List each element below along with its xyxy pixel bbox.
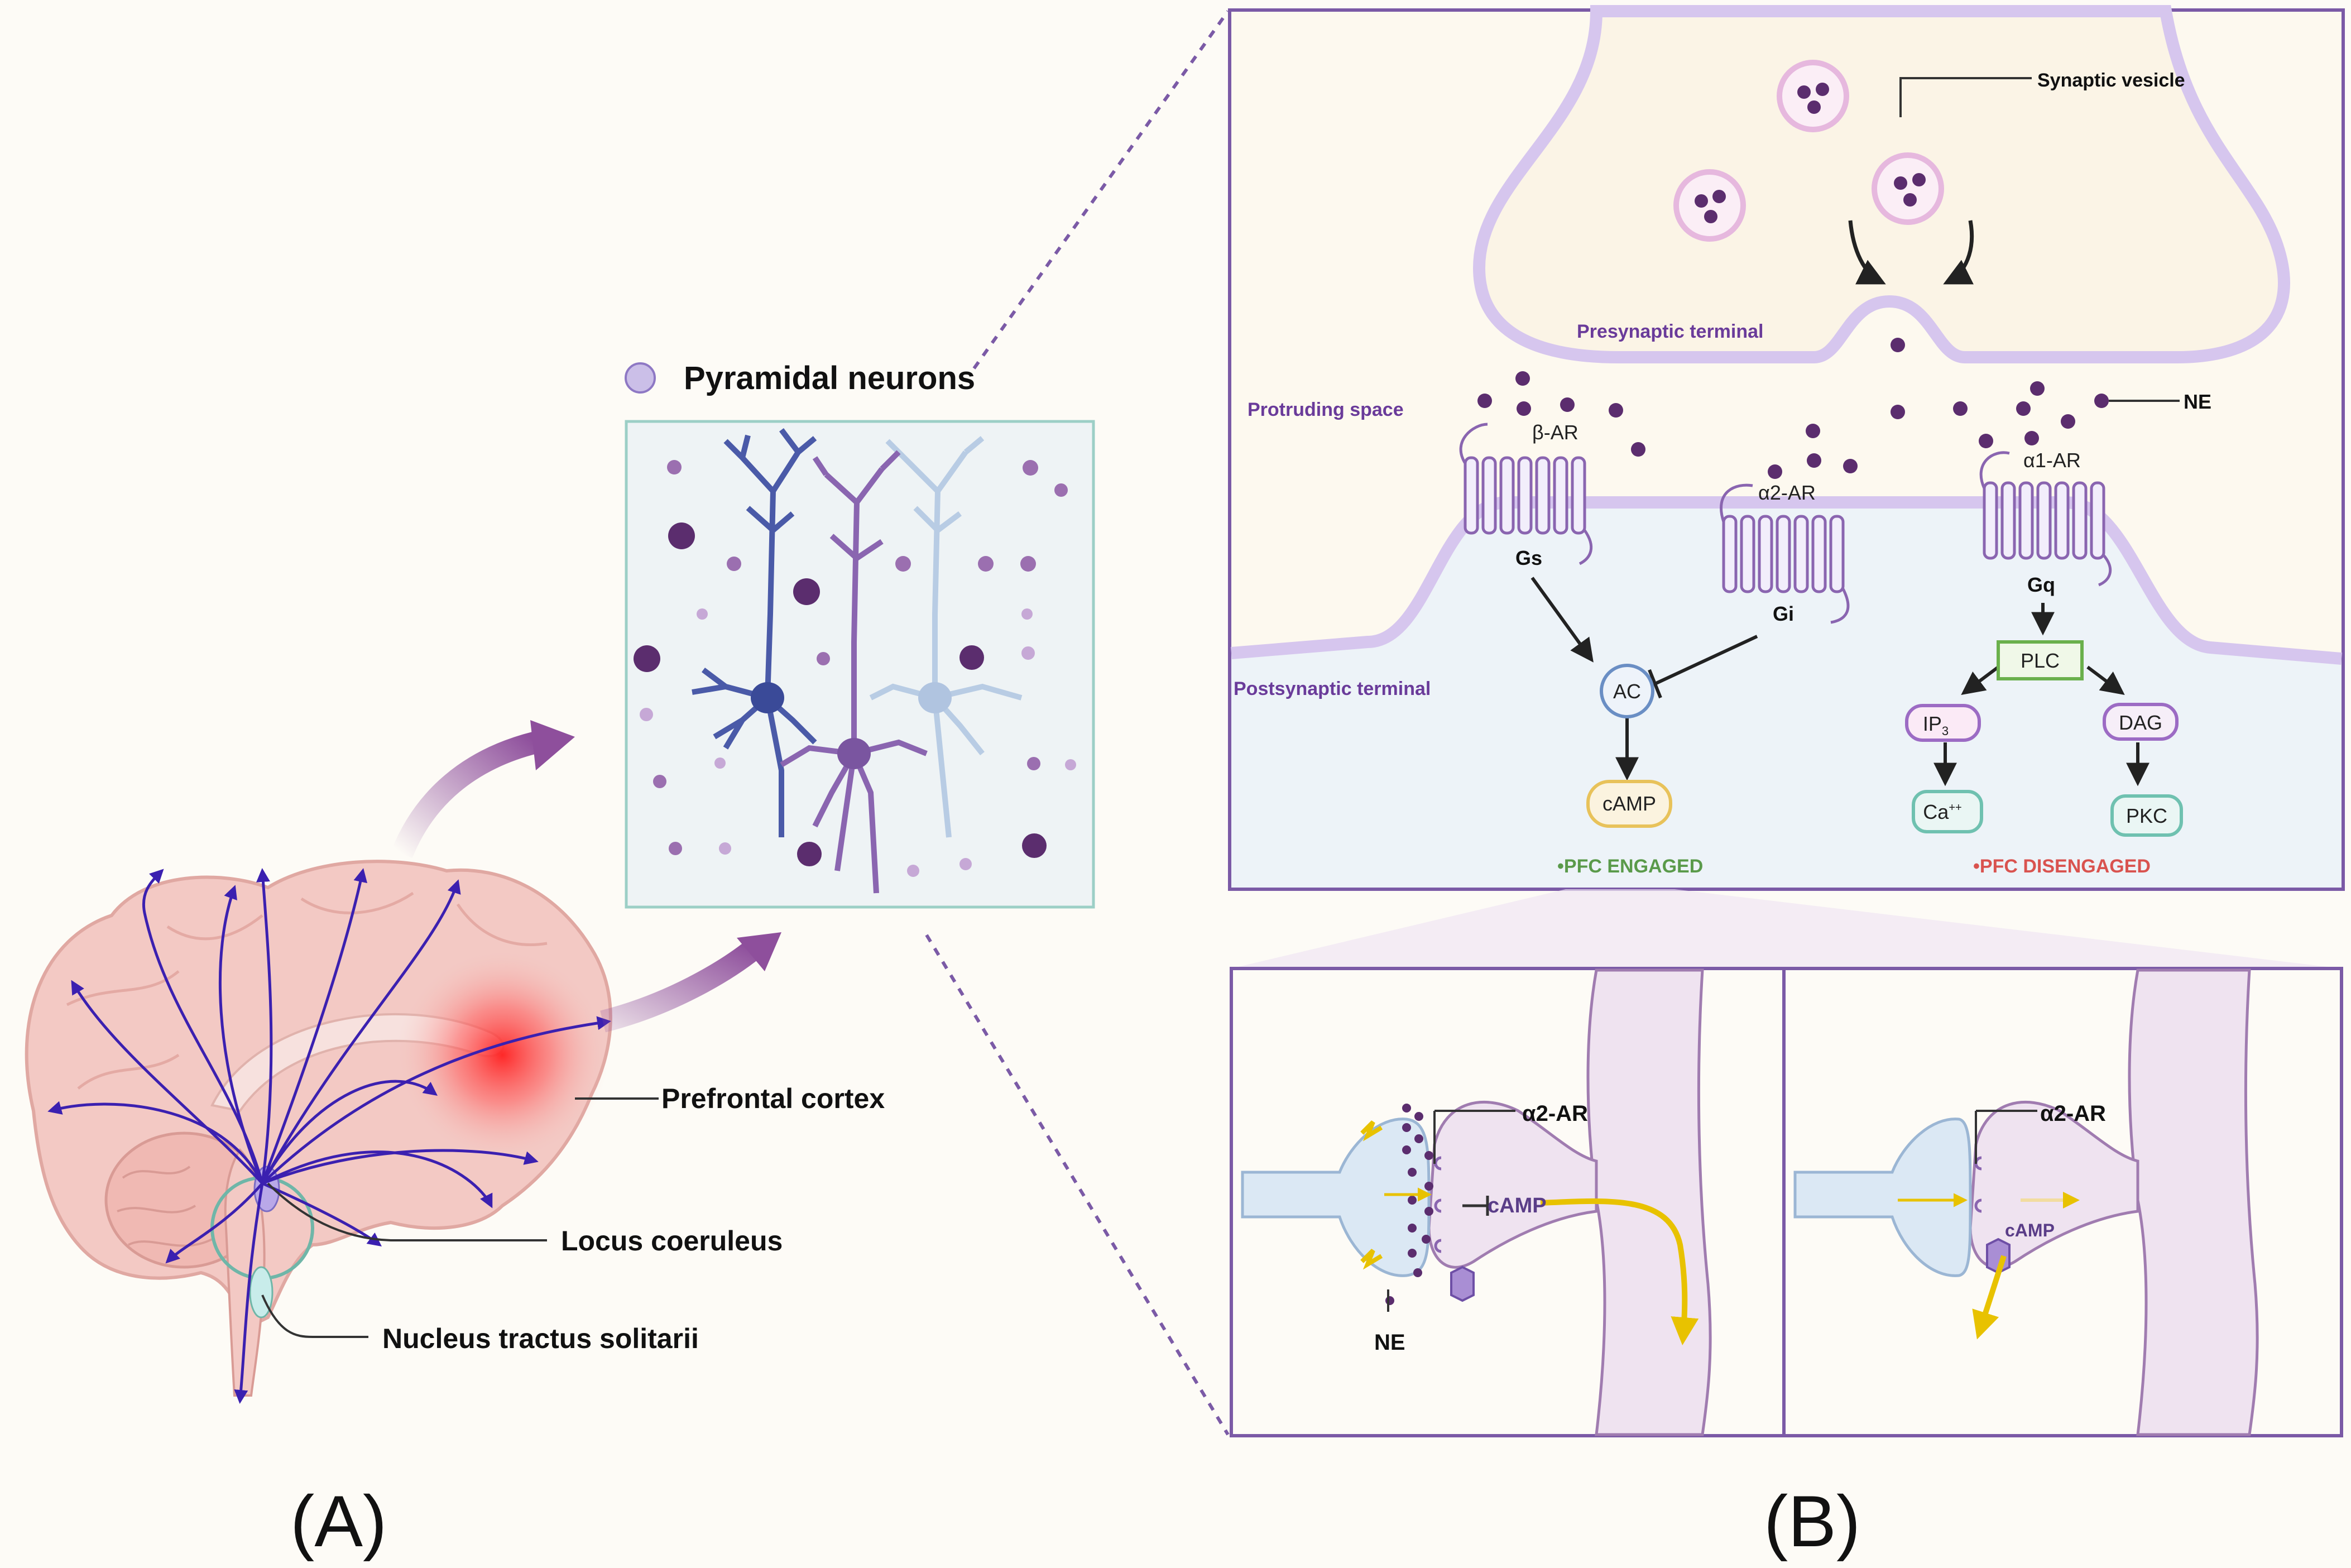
alpha2-ar-receptor — [1720, 483, 1850, 624]
pkc-node — [2110, 794, 2183, 837]
alpha2-ar-label: α2-AR — [1758, 481, 1816, 504]
pyramidal-neuron-legend-swatch — [625, 362, 656, 394]
postsynaptic-membrane — [1231, 496, 2342, 665]
inset-left-alpha2-label: α2-AR — [1522, 1101, 1588, 1126]
pfc-engaged-label: •PFC ENGAGED — [1557, 856, 1703, 877]
gs-label: Gs — [1515, 546, 1542, 569]
beta-ar-receptor — [1459, 423, 1593, 565]
ne-label: NE — [2184, 390, 2211, 413]
synaptic-vesicles — [1673, 60, 2032, 285]
dag-node — [2103, 703, 2179, 741]
alpha1-ar-receptor — [1979, 451, 2112, 587]
ac-label: AC — [1613, 680, 1641, 703]
inset-right-camp-label: cAMP — [2005, 1220, 2055, 1240]
pfc-to-neurons-arrow-lower — [600, 940, 761, 1033]
presynaptic-terminal-label: Presynaptic terminal — [1577, 321, 1763, 342]
ca-label: Ca++ — [1923, 800, 1961, 823]
postsynaptic-terminal-label: Postsynaptic terminal — [1234, 678, 1431, 699]
beta-ar-label: β-AR — [1532, 421, 1578, 444]
gq-label: Gq — [2027, 573, 2055, 596]
plc-label: PLC — [2021, 649, 2060, 672]
pkc-label: PKC — [2126, 804, 2167, 827]
panel-a: Prefrontal cortex Locus coeruleus Nucleu… — [25, 10, 1230, 1562]
plc-node — [1997, 640, 2084, 680]
inset-right-diagram — [1793, 968, 2259, 1436]
panel-a-caption: (A) — [290, 1480, 387, 1562]
ca-node — [1912, 790, 1983, 833]
inset-left-diagram — [1241, 968, 1712, 1436]
pfc-to-neurons-arrow-upper — [391, 731, 539, 859]
zoom-trapezoid — [1231, 889, 2342, 968]
gi-label: Gi — [1773, 602, 1794, 625]
ac-node — [1600, 664, 1654, 718]
pyramidal-neurons-box — [625, 420, 1095, 909]
pfc-disengaged-label: •PFC DISENGAGED — [1973, 856, 2151, 877]
inset-right-alpha2-label: α2-AR — [2040, 1101, 2106, 1126]
pyramidal-neurons-legend-label: Pyramidal neurons — [684, 360, 975, 396]
camp-node — [1586, 780, 1672, 828]
zoom-connector-bottom — [925, 934, 1230, 1436]
zoom-connector-top — [972, 10, 1230, 370]
panel-b-caption: (B) — [1764, 1480, 1860, 1562]
dag-label: DAG — [2119, 711, 2162, 734]
camp-label: cAMP — [1602, 792, 1656, 815]
inset-left-ne-label: NE — [1374, 1330, 1405, 1355]
inset-left-camp-label: cAMP — [1488, 1194, 1547, 1217]
locus-coeruleus-label: Locus coeruleus — [561, 1225, 783, 1257]
alpha1-ar-label: α1-AR — [2023, 449, 2081, 472]
nucleus-tractus-solitarii-label: Nucleus tractus solitarii — [382, 1323, 699, 1354]
protruding-space-label: Protruding space — [1248, 399, 1404, 420]
ne-molecules — [1477, 338, 2109, 479]
brain-sagittal-illustration — [25, 860, 659, 1404]
synaptic-vesicle-label: Synaptic vesicle — [2037, 70, 2185, 91]
prefrontal-cortex-label: Prefrontal cortex — [661, 1083, 885, 1114]
panel-b: Synaptic vesicle Presynaptic terminal Pr… — [1228, 5, 2345, 1562]
ip3-node — [1905, 704, 1981, 742]
ip3-label: IP3 — [1923, 712, 1949, 738]
